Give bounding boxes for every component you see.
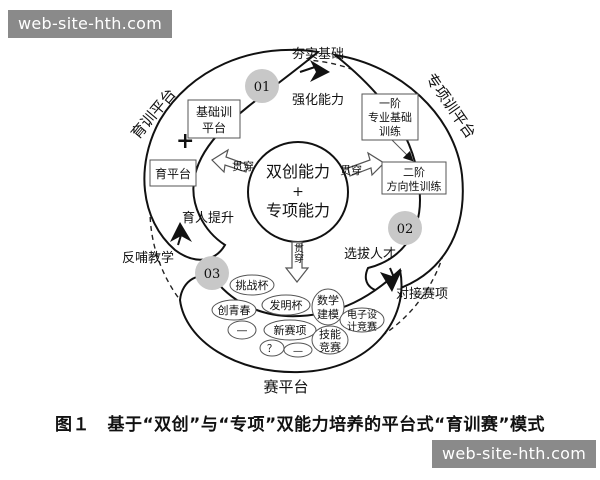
yu-number-circle	[245, 69, 279, 103]
sai-item-xinsaixiang: 新赛项	[274, 323, 307, 337]
center-line2: 专项能力	[266, 201, 330, 220]
yu-box-a	[187, 99, 241, 139]
sai-item-chuangqingchun: 创青春	[218, 304, 251, 317]
zhuan-box-a-line2: 专业基础	[368, 110, 412, 124]
yu-box-b-label: 育平台	[155, 166, 191, 181]
connect-label-right: 贯穿	[340, 163, 362, 177]
sai-platform-title: 赛平台	[263, 378, 308, 396]
connect-label-left: 贯穿	[232, 159, 254, 173]
flow-right-upper: 选拔人才	[344, 247, 396, 262]
zhuan-box-a-line1: 一阶	[379, 96, 401, 110]
center-line1: 双创能力	[266, 162, 330, 181]
watermark-top: web-site-hth.com	[8, 10, 173, 38]
sai-item-dash1: —	[237, 324, 248, 337]
yu-box-a-line1: 基础训	[196, 105, 232, 119]
sai-item-shuxue: 数学	[317, 293, 339, 307]
zhuan-box-b-line2: 方向性训练	[387, 179, 442, 193]
zhuan-number: 02	[397, 222, 414, 237]
zhuan-box-link	[391, 139, 414, 162]
flow-left-lower: 反哺教学	[122, 250, 174, 266]
flow-arrowhead-left	[170, 222, 192, 242]
sai-number: 03	[204, 267, 221, 282]
zhuan-box-b	[381, 161, 447, 195]
figure-caption: 图１ 基于“双创”与“专项”双能力培养的平台式“育训赛”模式	[54, 415, 546, 435]
watermark-bottom: web-site-hth.com	[432, 440, 597, 468]
sai-item-jingsai: 竞赛	[319, 340, 341, 354]
sai-item-jineng: 技能	[319, 327, 341, 341]
flow-arrowhead-top	[310, 60, 330, 82]
yu-number: 01	[254, 80, 271, 95]
sai-ovals	[211, 274, 385, 358]
zhuan-box-a	[361, 93, 419, 141]
flow-top-lower: 强化能力	[292, 93, 344, 108]
sai-number-circle	[195, 256, 229, 290]
sai-item-jianmo: 建模	[317, 307, 339, 321]
zhuan-box-a-line3: 训练	[379, 124, 401, 138]
sai-item-dash2: —	[293, 346, 303, 357]
sai-item-dianzi1: 电子设	[347, 308, 377, 321]
sai-item-tiaozhan: 挑战杯	[236, 278, 269, 292]
zhuan-number-circle	[388, 211, 422, 245]
flow-top-upper: 夯实基础	[292, 47, 344, 62]
yu-plus-sign: +	[176, 128, 194, 154]
yu-box-b	[149, 159, 197, 187]
flow-right-lower: 对接赛项	[396, 286, 448, 302]
connect-arrow-down	[284, 241, 310, 283]
flow-left-upper: 育人提升	[182, 210, 234, 226]
zhuan-box-b-line1: 二阶	[403, 165, 425, 179]
connect-arrow-right	[347, 151, 385, 177]
sai-item-question: ？	[267, 344, 277, 355]
flow-arrowhead-right	[380, 270, 402, 292]
yu-box-a-line2: 平台	[202, 120, 226, 135]
connect-arrow-left	[211, 148, 249, 174]
connect-label-down: 贯穿	[292, 243, 304, 264]
sai-item-faming: 发明杯	[270, 298, 303, 312]
sai-item-dianzi2: 计竞赛	[347, 320, 377, 333]
center-plus: +	[292, 184, 304, 200]
